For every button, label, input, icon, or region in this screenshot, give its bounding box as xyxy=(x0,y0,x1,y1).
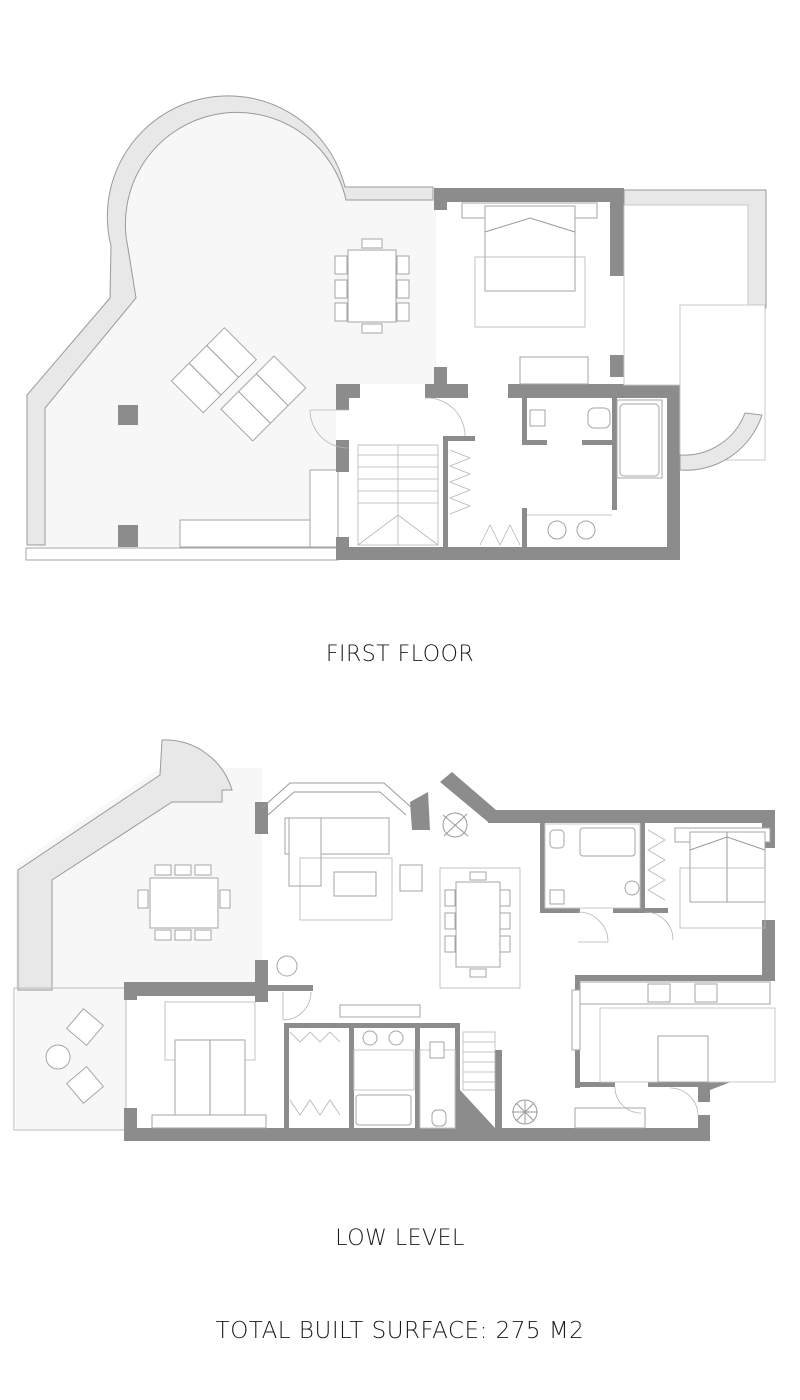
master-bed xyxy=(484,205,576,292)
low-level-label: LOW LEVEL xyxy=(335,1226,465,1251)
first-floor-label: FIRST FLOOR xyxy=(325,642,475,667)
tiled-terrace xyxy=(623,204,766,461)
staircase xyxy=(462,1031,496,1091)
lounge-chairs xyxy=(170,327,307,442)
staircase xyxy=(357,444,439,546)
first-floor-drawing xyxy=(25,95,767,561)
low-level-plan xyxy=(0,720,800,1200)
total-surface-label: TOTAL BUILT SURFACE: 275 M2 xyxy=(215,1318,585,1344)
first-floor-plan xyxy=(0,0,800,600)
dining-table xyxy=(455,881,501,968)
outdoor-dining-table xyxy=(149,877,219,929)
low-level-drawing xyxy=(13,739,776,1141)
dining-table xyxy=(347,249,397,323)
plant-icon xyxy=(442,812,538,1125)
bathroom-1-tiles xyxy=(353,1049,456,1129)
